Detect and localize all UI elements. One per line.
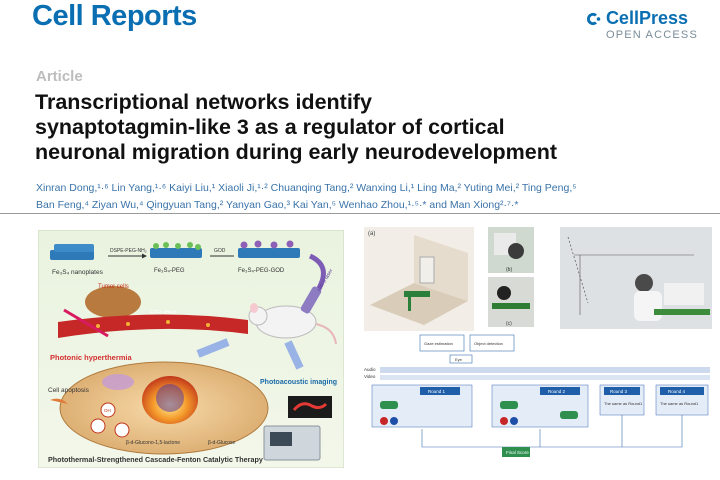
label-pa: Photoacoustic imaging — [260, 379, 337, 386]
box-eye: Eye — [455, 357, 463, 362]
open-access-label: OPEN ACCESS — [605, 29, 698, 41]
label-nanoplates: Fe₃S₄ nanoplates — [52, 269, 104, 276]
track-audio: Audio — [364, 367, 376, 372]
label-peg: Fe₃S₄-PEG — [154, 268, 185, 274]
panel-c-label: (c) — [506, 321, 512, 327]
publisher-logo[interactable]: CellPress OPEN ACCESS — [584, 8, 698, 41]
cellpress-icon — [586, 12, 601, 25]
article-type: Article — [36, 68, 83, 85]
round3-note: The same as Round1 — [604, 401, 643, 406]
label-gluconolactone: β-d-Glucono-1,5-lactone — [126, 440, 180, 446]
track-video: Video — [364, 374, 376, 379]
title-line: synaptotagmin-like 3 as a regulator of c… — [35, 115, 505, 139]
panel-b-label: (b) — [506, 267, 512, 273]
title-line: neuronal migration during early neurodev… — [35, 140, 558, 164]
label-hyperthermia: Photonic hyperthermia — [50, 353, 133, 362]
figure-experiment-pipeline: (a) (b) (c) Gaze estimation Object detec… — [364, 225, 712, 475]
round2-label: Round 2 — [548, 389, 566, 394]
author-line[interactable]: Ban Feng,⁴ Ziyan Wu,⁴ Qingyuan Tang,² Ya… — [36, 199, 519, 211]
round4-label: Round 4 — [668, 389, 686, 394]
label-tumor: Tumor cells — [98, 284, 129, 290]
article-title: Transcriptional networks identify synapt… — [35, 90, 675, 165]
nanoplate-icon — [50, 250, 94, 260]
label-peg-god: Fe₃S₄-PEG-GOD — [238, 268, 285, 274]
figure-nanomedicine-schematic: Fe₃S₄ nanoplates DSPE-PEG-NH₂ Fe₃S₄-PEG … — [38, 230, 344, 468]
label-dspe: DSPE-PEG-NH₂ — [110, 248, 147, 254]
publisher-name: CellPress — [605, 8, 688, 28]
label-glucose: β-d-Glucose — [208, 440, 236, 446]
label-oh: OH — [104, 408, 111, 413]
author-list[interactable]: Xinran Dong,¹·⁶ Lin Yang,¹·⁶ Kaiyi Liu,¹… — [36, 180, 686, 214]
panel-a-label: (a) — [368, 231, 375, 237]
round1-label: Round 1 — [428, 389, 446, 394]
label-epr: EPR effect — [150, 310, 177, 316]
final-score: Final Score — [506, 450, 529, 455]
label-apoptosis: Cell apoptosis — [48, 387, 90, 394]
title-line: Transcriptional networks identify — [35, 90, 372, 114]
journal-title[interactable]: Cell Reports — [32, 0, 197, 32]
header-divider — [0, 213, 720, 214]
figure1-caption: Photothermal-Strengthened Cascade-Fenton… — [48, 455, 263, 464]
author-line[interactable]: Xinran Dong,¹·⁶ Lin Yang,¹·⁶ Kaiyi Liu,¹… — [36, 182, 577, 194]
round3-label: Round 3 — [610, 389, 628, 394]
label-god: GOD — [214, 248, 226, 254]
box-gaze: Gaze estimation — [424, 341, 453, 346]
box-object: Object detection — [474, 341, 503, 346]
round4-note: The same as Round1 — [660, 401, 699, 406]
